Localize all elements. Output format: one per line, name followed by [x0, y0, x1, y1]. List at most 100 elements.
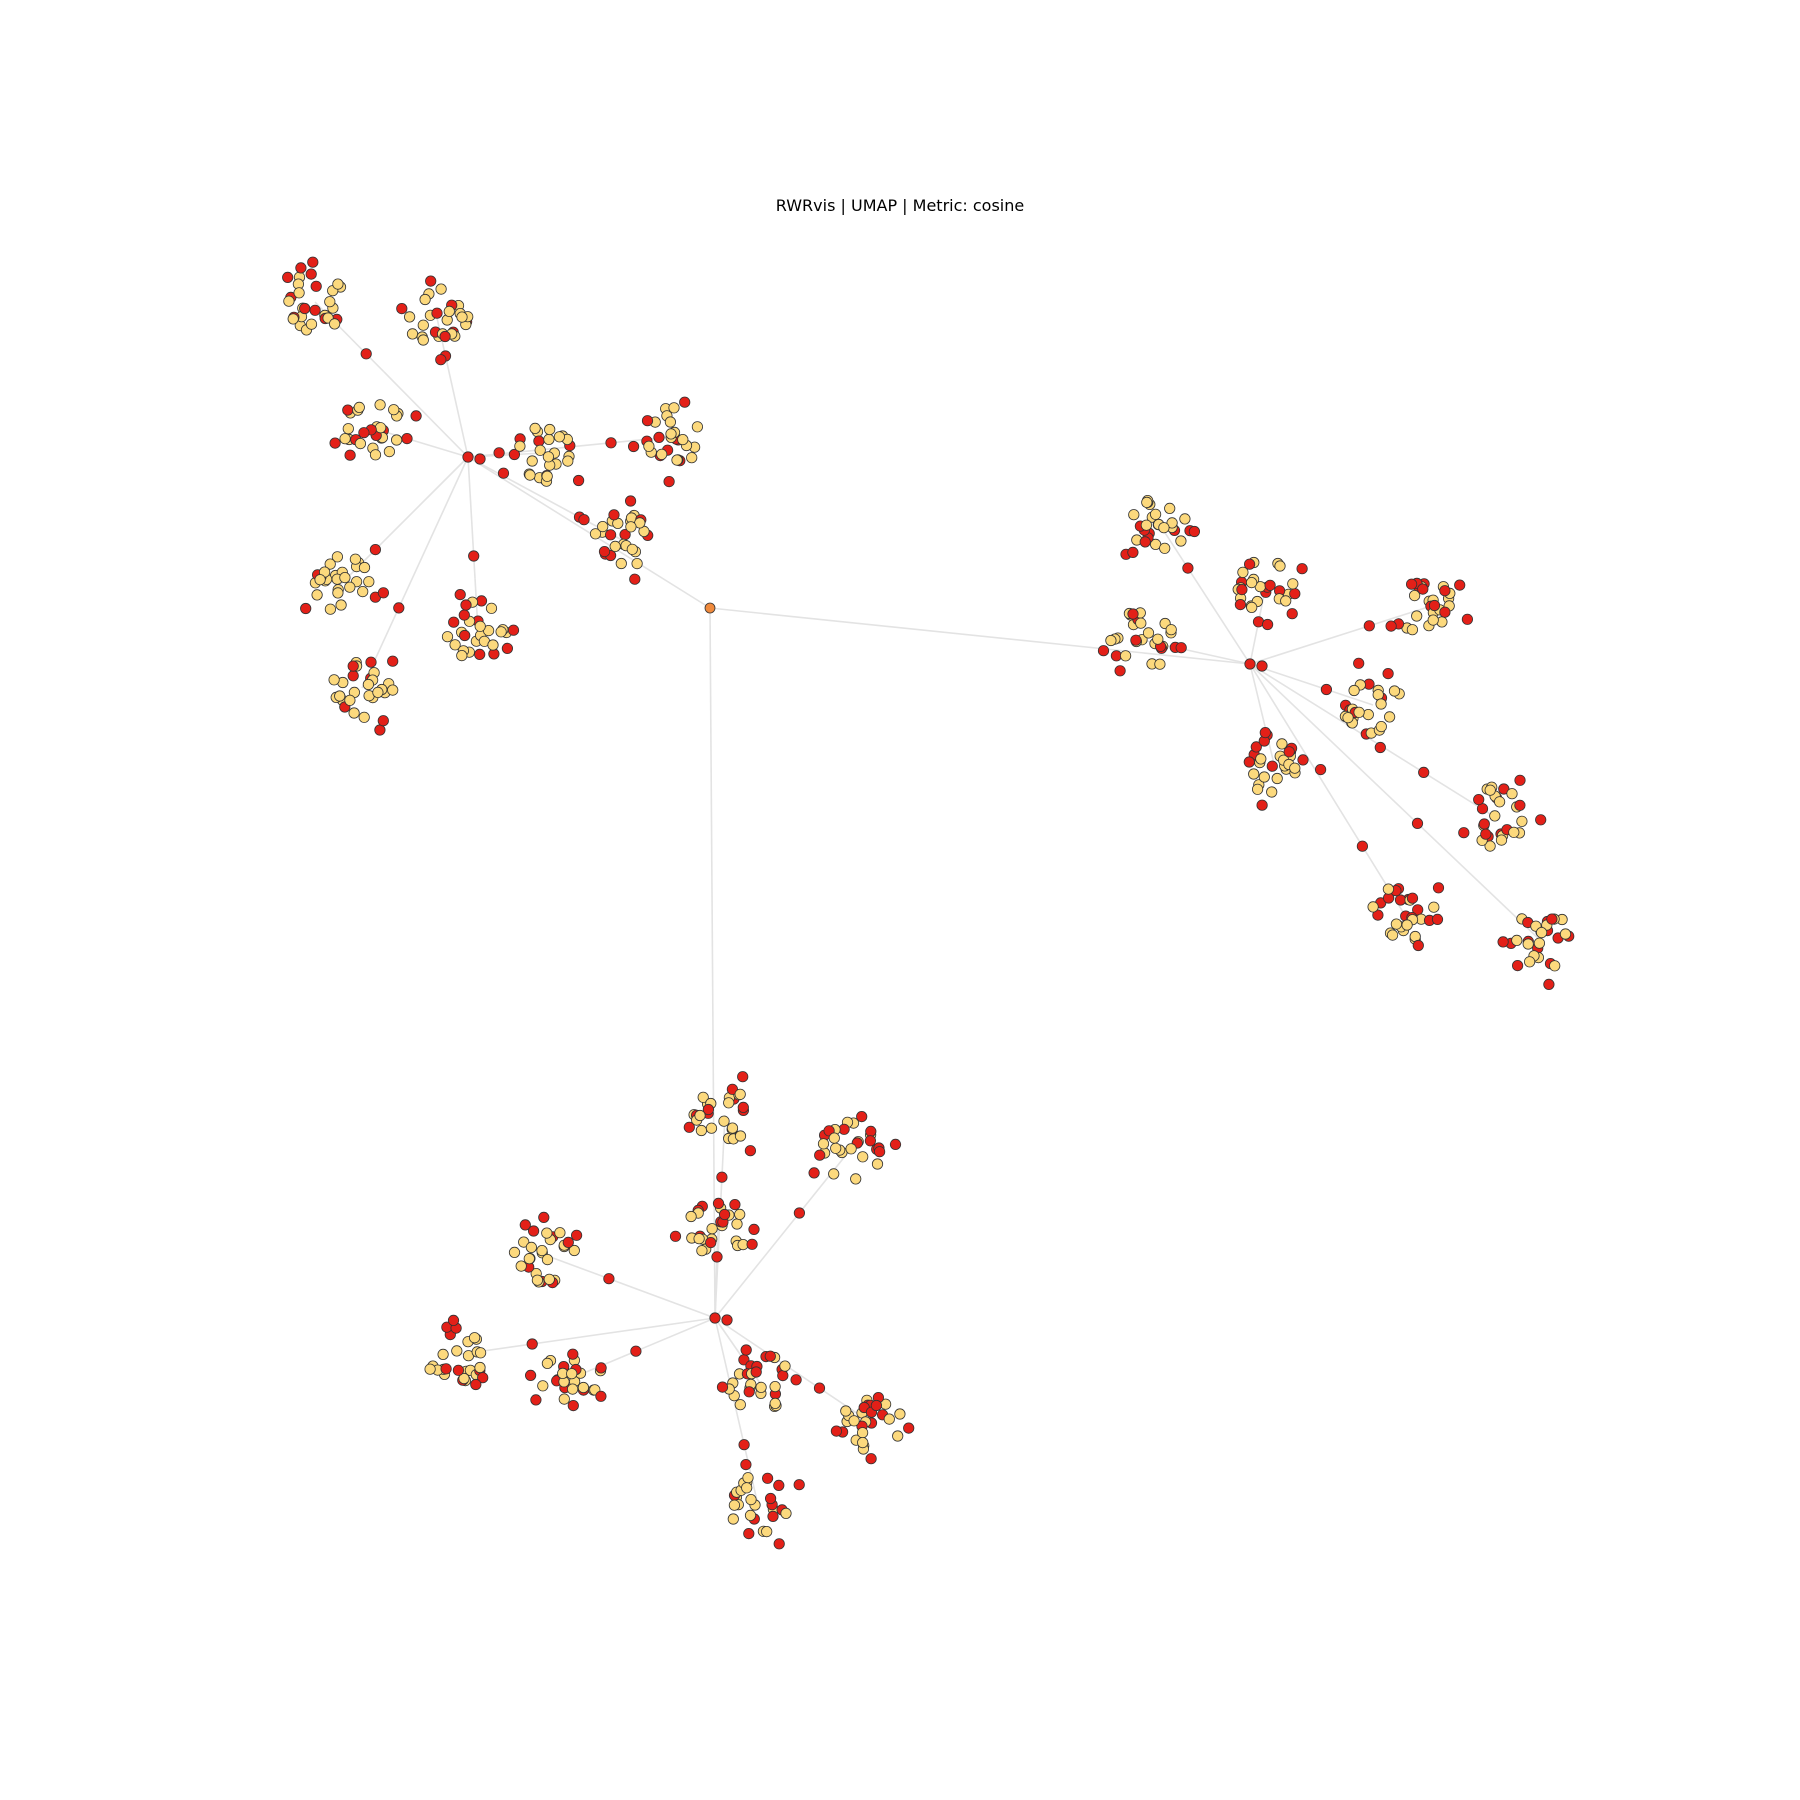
seed-node	[1139, 536, 1151, 548]
neighbor-node	[349, 553, 361, 565]
neighbor-node	[1549, 960, 1561, 972]
seed-node	[712, 1197, 725, 1210]
neighbor-node	[1384, 711, 1396, 723]
hub-edge	[565, 1317, 716, 1341]
neighbor-node	[363, 576, 375, 588]
seed-node	[1406, 892, 1419, 904]
root-edge	[709, 607, 1251, 665]
neighbor-node	[1266, 786, 1278, 798]
seed-node	[1297, 754, 1309, 766]
neighbor-node	[723, 1097, 735, 1109]
seed-node	[740, 1459, 752, 1471]
neighbor-node	[744, 1509, 757, 1522]
cluster-edge	[1323, 687, 1374, 706]
hub-node	[709, 1312, 721, 1324]
seed-node	[329, 437, 341, 449]
neighbor-node	[1150, 508, 1162, 520]
seed-node	[663, 475, 675, 488]
seed-node	[1256, 799, 1268, 811]
seed-node	[310, 280, 322, 292]
connector-node	[813, 1382, 826, 1394]
neighbor-node	[857, 1437, 869, 1449]
hub-edge	[1249, 663, 1357, 836]
neighbor-node	[314, 574, 326, 586]
neighbor-node	[495, 626, 507, 638]
neighbor-node	[342, 423, 354, 435]
neighbor-node	[857, 1151, 869, 1163]
neighbor-node	[1246, 576, 1258, 589]
seed-node	[743, 1386, 755, 1398]
neighbor-node	[1382, 883, 1395, 895]
neighbor-node	[372, 686, 384, 699]
seed-node	[814, 1149, 826, 1161]
seed-node	[1244, 558, 1256, 570]
seed-node	[477, 1372, 489, 1384]
neighbor-node	[1409, 589, 1421, 602]
neighbor-node	[1406, 624, 1419, 636]
seed-node	[533, 435, 545, 447]
neighbor-node	[541, 1227, 553, 1239]
neighbor-node	[1388, 685, 1401, 697]
seed-node	[624, 495, 637, 507]
neighbor-node	[631, 557, 643, 570]
seed-node	[1289, 588, 1301, 600]
neighbor-node	[665, 428, 677, 440]
connector-node	[603, 1273, 615, 1285]
seed-node	[1264, 579, 1276, 591]
seed-node	[830, 1425, 843, 1437]
seed-node	[726, 1083, 739, 1095]
neighbor-node	[1276, 738, 1288, 750]
cluster-edge	[801, 1149, 851, 1211]
seed-node	[365, 656, 377, 668]
neighbor-node	[1411, 610, 1423, 622]
seed-node	[1514, 799, 1526, 811]
seed-node	[309, 304, 321, 316]
neighbor-node	[664, 416, 677, 428]
seed-node	[1543, 978, 1555, 991]
neighbor-node	[328, 674, 340, 686]
neighbor-node	[403, 311, 416, 323]
neighbor-node	[328, 318, 341, 330]
seed-node	[1175, 642, 1187, 654]
neighbor-node	[656, 448, 668, 460]
neighbor-node	[524, 469, 536, 481]
neighbor-node	[695, 1124, 708, 1137]
neighbor-node	[779, 1360, 791, 1372]
seed-node	[683, 1121, 695, 1133]
neighbor-node	[525, 1241, 538, 1254]
neighbor-node	[871, 1158, 884, 1170]
neighbor-node	[817, 1138, 830, 1150]
neighbor-node	[1401, 919, 1413, 931]
seed-node	[761, 1472, 774, 1484]
neighbor-node	[474, 1361, 486, 1374]
neighbor-node	[1559, 928, 1572, 940]
seed-node	[1315, 763, 1327, 776]
neighbor-node	[566, 1383, 579, 1395]
neighbor-node	[1252, 783, 1264, 795]
seed-node	[439, 330, 451, 343]
root-node	[704, 602, 716, 614]
neighbor-node	[1120, 650, 1132, 662]
seed-node	[716, 1381, 729, 1393]
neighbor-node	[694, 1109, 706, 1122]
neighbor-node	[1484, 840, 1496, 852]
seed-node	[1546, 913, 1558, 925]
connector-node	[508, 448, 521, 461]
seed-node	[344, 449, 356, 461]
neighbor-node	[287, 313, 299, 325]
connector-node	[1418, 766, 1430, 779]
neighbor-node	[1105, 634, 1117, 647]
neighbor-node	[1128, 509, 1140, 521]
seed-node	[1372, 909, 1384, 921]
neighbor-node	[283, 295, 295, 307]
seed-node	[1250, 741, 1262, 753]
neighbor-node	[848, 1415, 860, 1427]
seed-node	[1097, 645, 1110, 657]
connector-node	[716, 1171, 728, 1183]
neighbor-node	[558, 1393, 570, 1405]
neighbor-node	[1484, 784, 1496, 796]
neighbor-node	[553, 431, 566, 443]
seed-node	[767, 1510, 779, 1523]
hub-edge	[392, 456, 469, 620]
seed-node	[1417, 583, 1429, 595]
